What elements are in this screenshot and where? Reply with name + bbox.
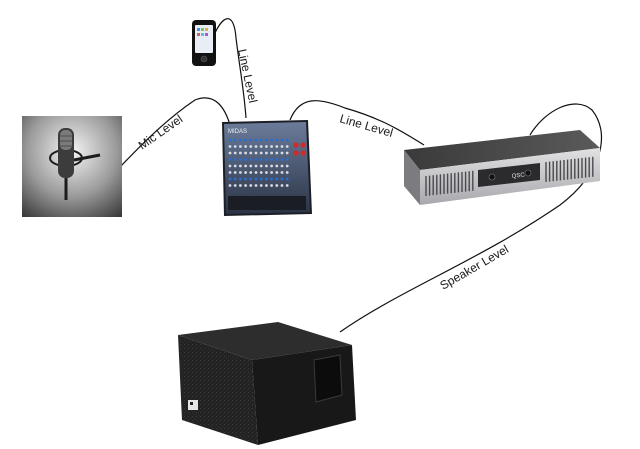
- amplifier-brand-label: QSC: [512, 172, 526, 180]
- amplifier-icon: QSC: [404, 130, 600, 205]
- mic-level-label: Mic Level: [136, 112, 186, 153]
- mixer-icon: MIDAS: [222, 120, 312, 216]
- mixer-to-amp-cable: [289, 100, 425, 146]
- speaker-icon: [178, 322, 356, 445]
- mixer-brand-label: MIDAS: [228, 129, 247, 135]
- phone-cable: [211, 18, 247, 119]
- phone-icon: [192, 20, 216, 66]
- phone-line-level-label: Line Level: [235, 48, 260, 104]
- mixer-channel-strips: [228, 138, 289, 208]
- amplifier-vents: [425, 156, 594, 196]
- microphone-icon: [22, 116, 122, 217]
- amp-line-level-label: Line Level: [338, 111, 394, 140]
- speaker-level-label: Speaker Level: [438, 242, 511, 292]
